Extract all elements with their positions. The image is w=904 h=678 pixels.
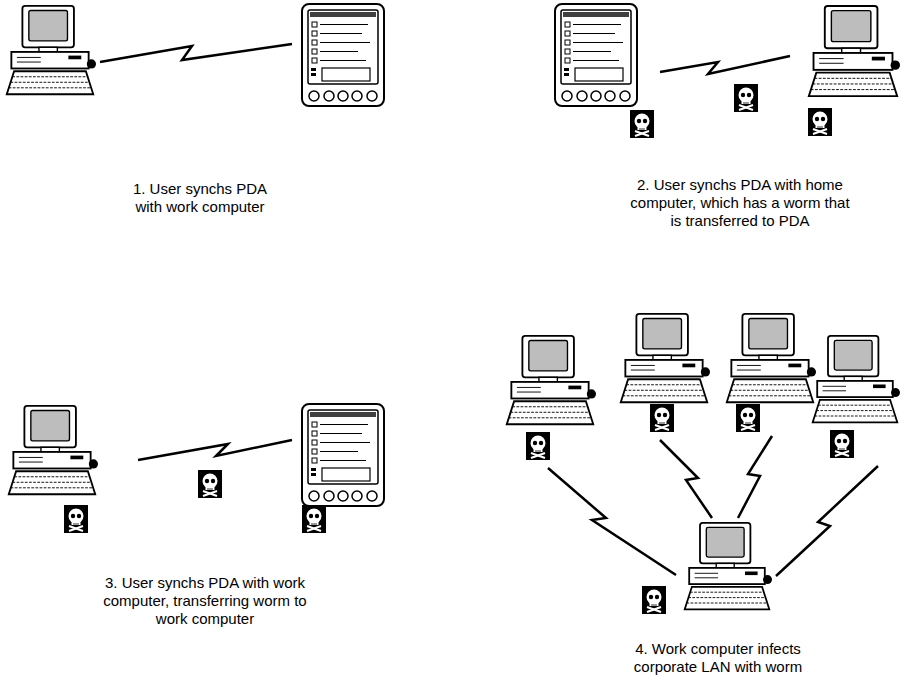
infection-bolt [776, 466, 878, 576]
worm-skull [650, 404, 674, 432]
pda-icon [302, 4, 384, 106]
worm-skull [830, 430, 854, 458]
computer-icon [507, 336, 596, 424]
worm-skull [64, 505, 88, 533]
sync-bolt [100, 44, 292, 62]
computer-icon [727, 314, 816, 402]
infection-bolt [548, 468, 676, 575]
pda-icon [302, 404, 384, 506]
infection-bolt [738, 436, 772, 518]
step-caption: 4. Work computer infects corporate LAN w… [621, 640, 816, 676]
computer-icon [809, 6, 900, 96]
worm-skull [642, 586, 666, 614]
infection-bolt [660, 440, 712, 518]
sync-bolt [138, 440, 292, 460]
computer-icon [9, 406, 98, 494]
worm-skull [526, 432, 550, 460]
worm-skull [302, 505, 326, 533]
computer-icon [7, 6, 96, 94]
worm-skull [630, 110, 654, 138]
worm-skull [808, 108, 832, 136]
worm-skull [736, 404, 760, 432]
computer-icon [621, 314, 710, 402]
pda-icon [555, 4, 637, 106]
computer-icon [813, 336, 900, 422]
worm-skull [198, 470, 222, 498]
step-caption: 1. User synchs PDA with work computer [120, 180, 280, 216]
sync-bolt [660, 56, 790, 74]
step-caption: 2. User synchs PDA with home computer, w… [625, 176, 855, 230]
computer-icon [685, 523, 772, 609]
step-caption: 3. User synchs PDA with work computer, t… [90, 574, 320, 628]
worm-skull [734, 84, 758, 112]
